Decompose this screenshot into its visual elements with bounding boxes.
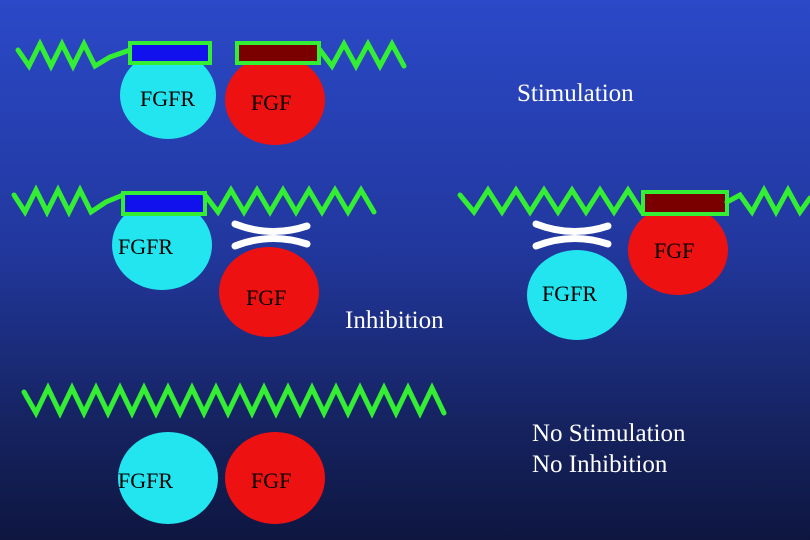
fgfr-label: FGFR xyxy=(542,281,598,306)
fgfr-binding-site-blue xyxy=(128,41,212,65)
fgfr-label: FGFR xyxy=(118,468,174,493)
inhibition-right-panel xyxy=(457,184,810,340)
fgfr-receptor-circle xyxy=(118,432,218,524)
heparan-chain-right xyxy=(724,184,810,218)
fgf-binding-site-darkred xyxy=(641,190,729,216)
heparan-chain-left xyxy=(11,184,126,218)
fgfr-label: FGFR xyxy=(118,234,174,259)
block-cross-icon xyxy=(532,220,612,250)
fgfr-label: FGFR xyxy=(140,86,196,111)
no-stimulation-caption: No Stimulation xyxy=(532,420,686,447)
no-binding-panel xyxy=(21,382,447,524)
no-inhibition-caption: No Inhibition xyxy=(532,451,668,478)
block-cross-icon xyxy=(231,220,311,250)
fgf-binding-site-darkred xyxy=(235,41,321,65)
fgfr-receptor-circle xyxy=(527,250,627,340)
heparan-chain-plain xyxy=(21,382,447,419)
stimulation-panel xyxy=(15,38,407,145)
heparan-chain-right xyxy=(202,185,377,217)
fgfr-receptor-circle xyxy=(112,200,212,290)
fgf-label: FGF xyxy=(654,238,695,263)
fgf-ligand-circle xyxy=(225,432,325,524)
fgfr-binding-site-blue xyxy=(121,191,207,216)
heparan-chain-right xyxy=(317,38,407,72)
fgf-label: FGF xyxy=(251,468,292,493)
fgf-label: FGF xyxy=(251,90,292,115)
fgf-ligand-circle xyxy=(225,55,325,145)
fgf-label: FGF xyxy=(246,285,287,310)
fgfr-receptor-circle xyxy=(120,51,216,139)
heparan-chain-left xyxy=(15,38,133,72)
inhibition-left-panel xyxy=(11,184,377,337)
stimulation-caption: Stimulation xyxy=(517,80,634,107)
inhibition-caption: Inhibition xyxy=(345,307,444,334)
fgf-ligand-circle xyxy=(628,205,728,295)
fgf-ligand-circle xyxy=(219,247,319,337)
heparan-chain-left xyxy=(457,185,645,217)
